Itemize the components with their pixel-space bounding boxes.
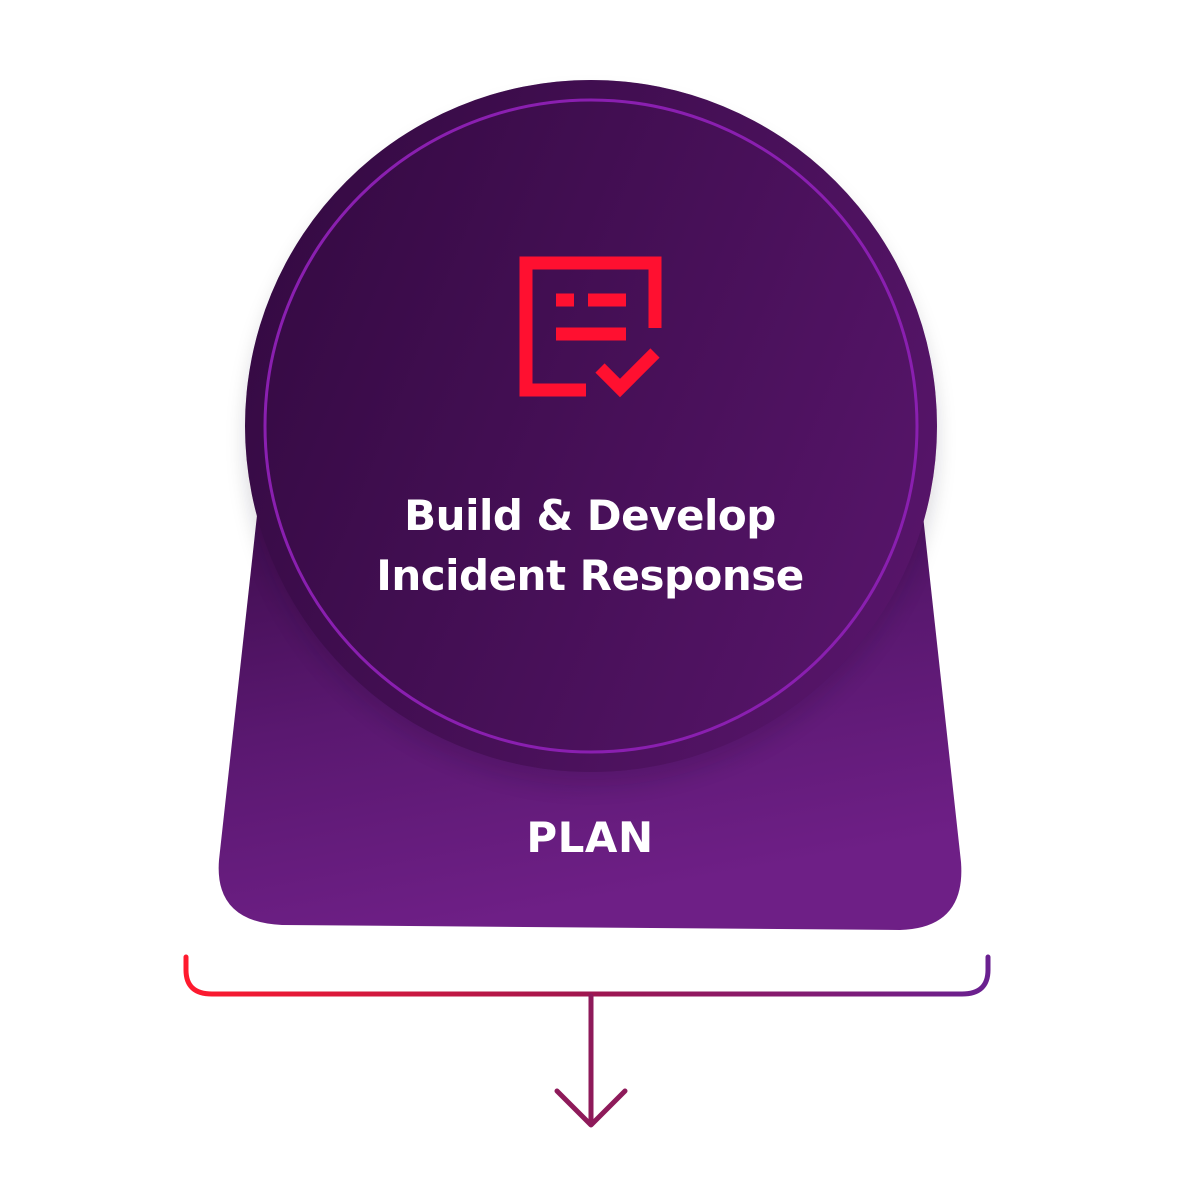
title-circle xyxy=(245,80,937,772)
checklist-document-icon xyxy=(519,256,662,398)
card-title-line-1: Build & Develop xyxy=(404,491,776,540)
card-title-line-2: Incident Response xyxy=(376,551,804,600)
plan-label: PLAN xyxy=(526,813,654,862)
title-circle-ring xyxy=(263,98,919,754)
down-arrow-icon xyxy=(554,993,628,1128)
bracket-line xyxy=(183,954,991,997)
card-title: Build & Develop Incident Response xyxy=(300,486,880,606)
